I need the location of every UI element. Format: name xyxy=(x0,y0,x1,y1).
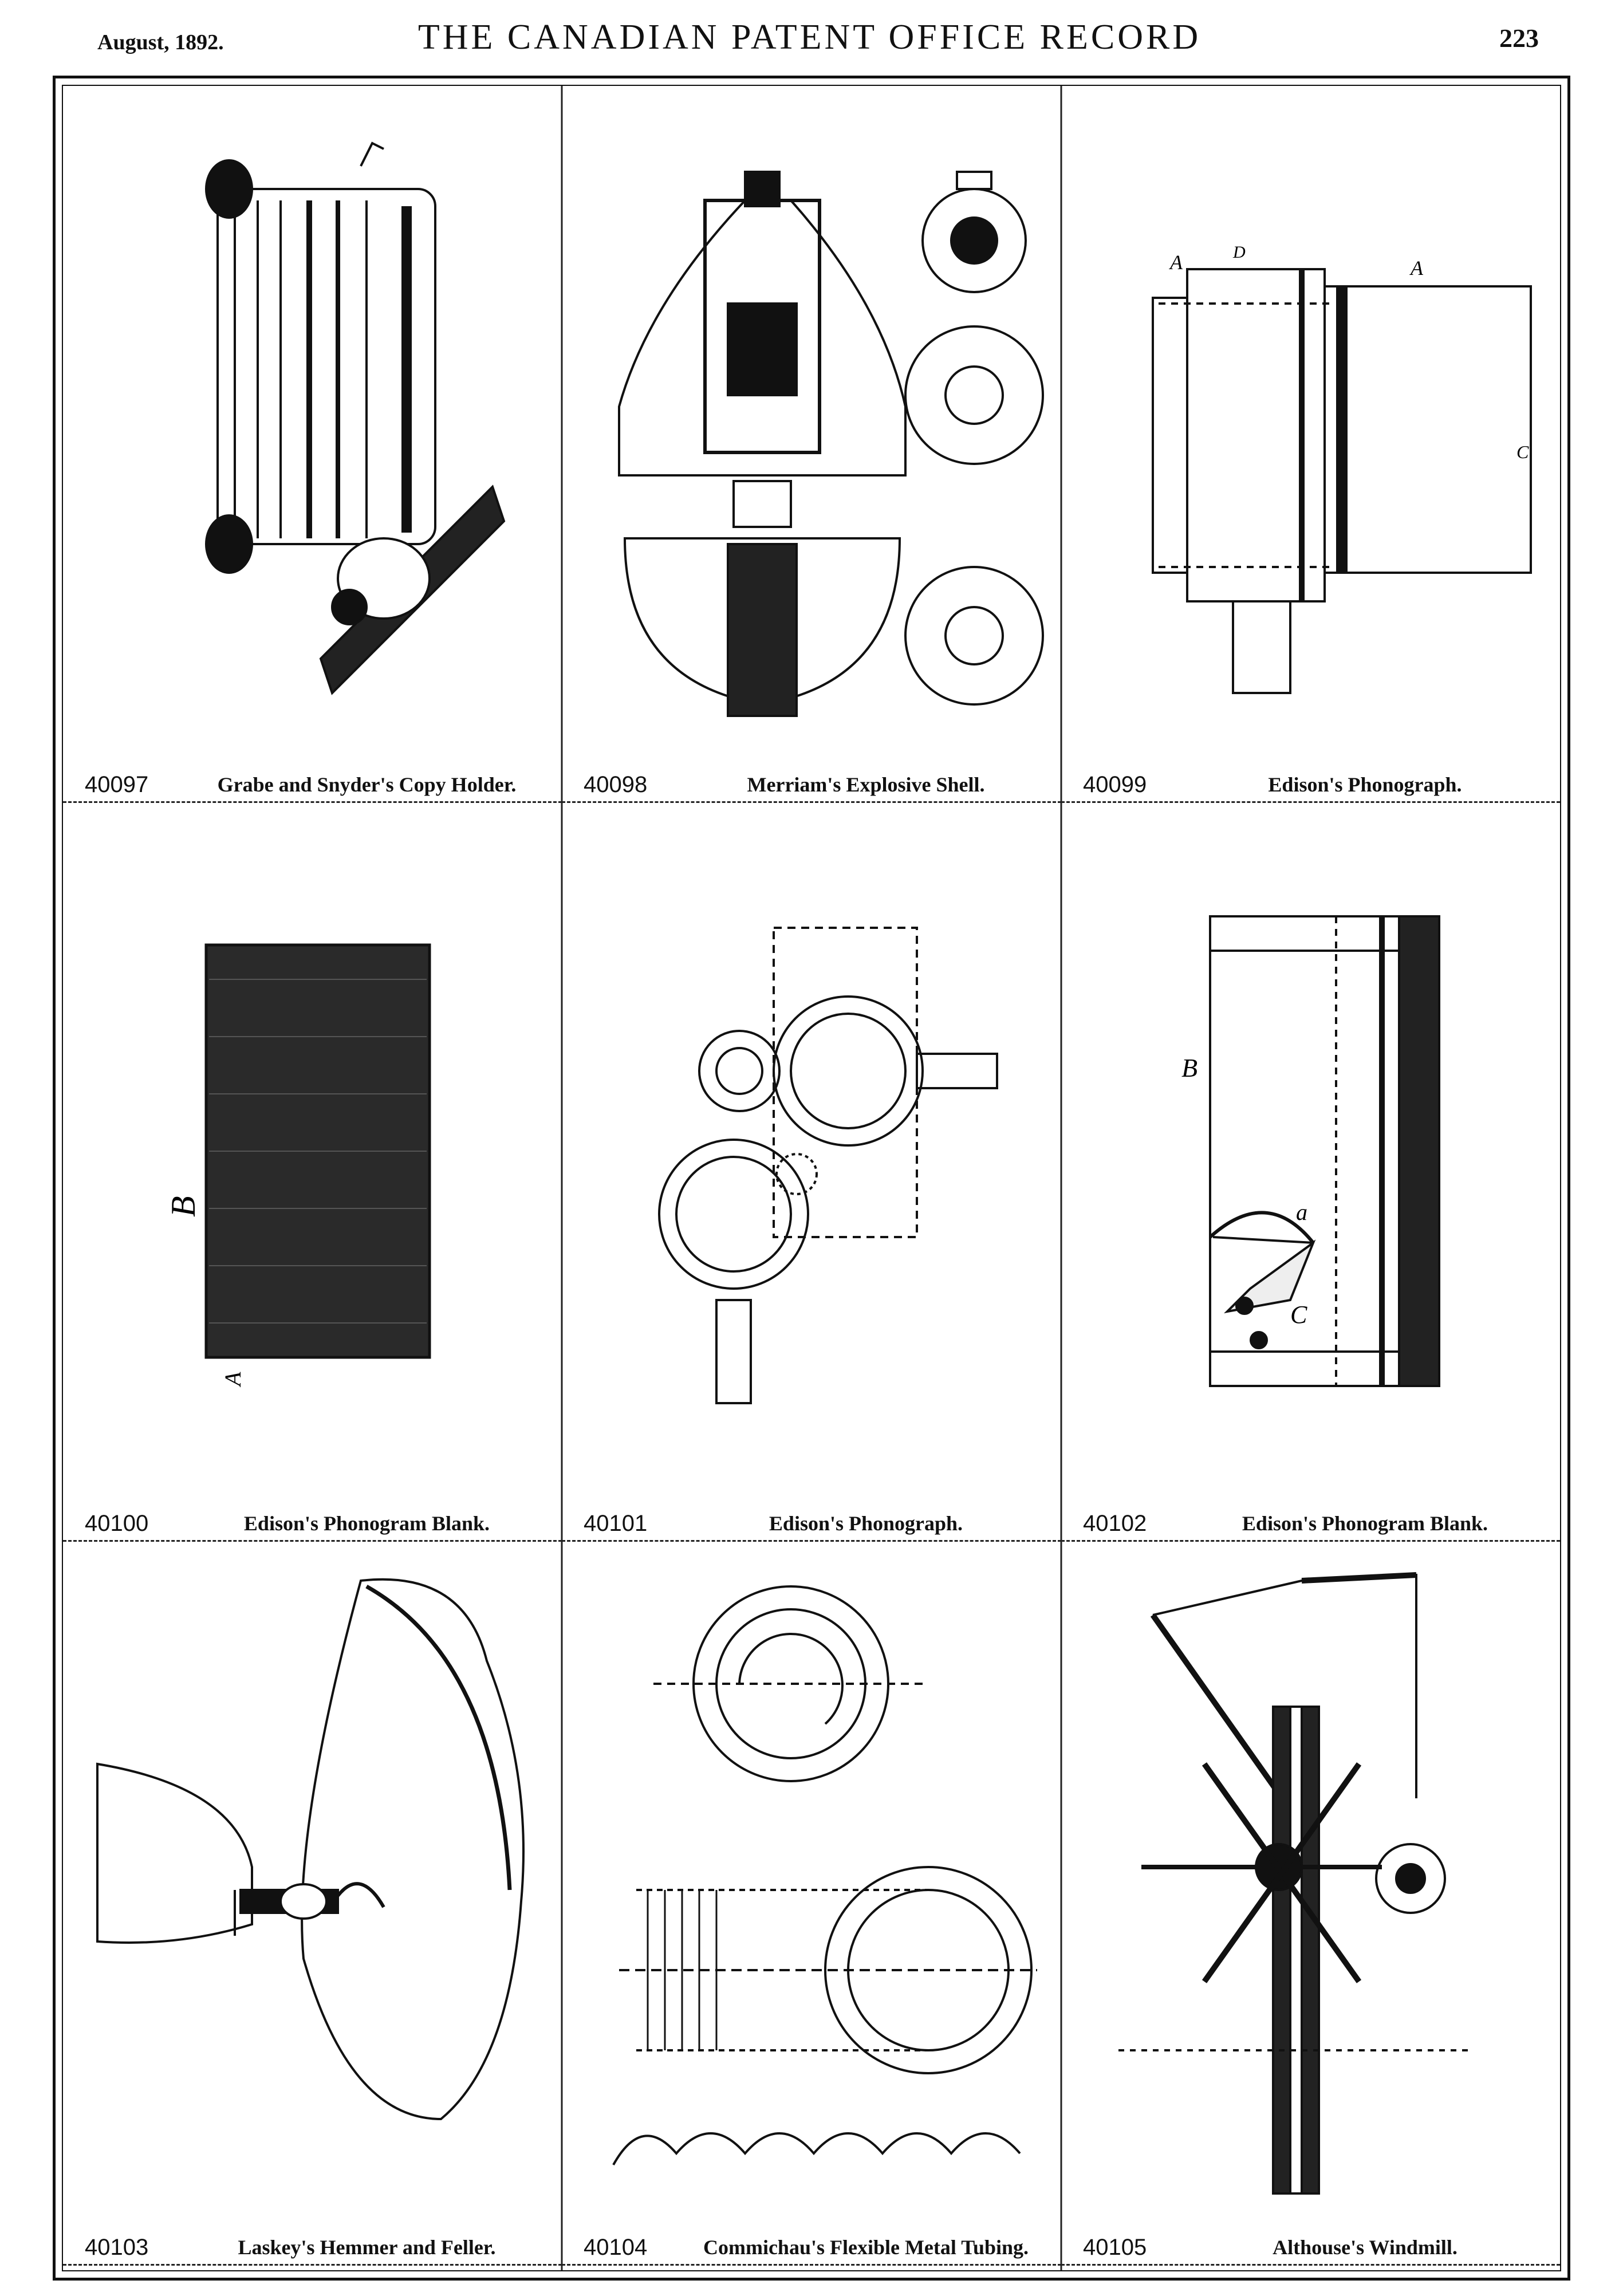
figure-caption: 40103 Laskey's Hemmer and Feller. xyxy=(63,2230,562,2266)
phonograph-plan-drawing xyxy=(658,927,998,1404)
patent-title: Edison's Phonogram Blank. xyxy=(243,1512,490,1535)
label-c: C xyxy=(1290,1301,1307,1329)
grid-lines xyxy=(561,86,1062,2270)
patent-title: Grabe and Snyder's Copy Holder. xyxy=(217,773,517,796)
patent-title: Edison's Phonogram Blank. xyxy=(1242,1512,1488,1535)
figure-caption: 40104 Commichau's Flexible Metal Tubing. xyxy=(562,2230,1061,2266)
phonogram-blank-drawing: B A xyxy=(164,943,431,1388)
patent-title: Laskey's Hemmer and Feller. xyxy=(238,2236,496,2259)
issue-date: August, 1892. xyxy=(97,30,224,54)
figure-cell-40104: 40104 Commichau's Flexible Metal Tubing. xyxy=(562,1546,1061,2270)
figure-grid: 40097 Grabe and Snyder's Copy Holder. xyxy=(63,86,1560,2270)
figure-caption: 40105 Althouse's Windmill. xyxy=(1061,2230,1560,2266)
patent-number: 40099 xyxy=(1083,772,1147,797)
patent-number: 40097 xyxy=(85,772,149,797)
figure-caption: 40099 Edison's Phonograph. xyxy=(1061,767,1560,803)
patent-number: 40104 xyxy=(584,2235,648,2260)
patent-number: 40100 xyxy=(85,1511,149,1536)
figure-cell-40100: B A 40100 Edison's Phonogram Blank. xyxy=(63,808,562,1546)
copy-holder-drawing xyxy=(205,141,506,695)
figure-caption: 40102 Edison's Phonogram Blank. xyxy=(1061,1506,1560,1542)
phonograph-drawing: A D A C xyxy=(1152,243,1532,694)
label-b: B xyxy=(164,1196,202,1217)
patent-number: 40098 xyxy=(584,772,648,797)
patent-number: 40105 xyxy=(1083,2235,1147,2260)
figure-caption: 40098 Merriam's Explosive Shell. xyxy=(562,767,1061,803)
patent-title: Althouse's Windmill. xyxy=(1273,2236,1458,2259)
label-d: D xyxy=(1232,243,1246,262)
patent-number: 40102 xyxy=(1083,1511,1147,1536)
flexible-metal-tubing-drawing xyxy=(612,1585,1037,2165)
explosive-shell-drawing xyxy=(618,171,1044,717)
publication-title: THE CANADIAN PATENT OFFICE RECORD xyxy=(417,18,1202,57)
patent-number: 40101 xyxy=(584,1511,648,1536)
figure-cell-40098: 40098 Merriam's Explosive Shell. xyxy=(562,86,1061,808)
figure-caption: 40101 Edison's Phonograph. xyxy=(562,1506,1061,1542)
label-c: C xyxy=(1516,442,1529,462)
label-a: a xyxy=(1296,1199,1307,1225)
windmill-drawing xyxy=(1118,1572,1474,2195)
figure-caption: 40100 Edison's Phonogram Blank. xyxy=(63,1506,562,1542)
label-a-right: A xyxy=(1409,257,1424,279)
figure-cell-40101: 40101 Edison's Phonograph. xyxy=(562,808,1061,1546)
figure-cell-40097: 40097 Grabe and Snyder's Copy Holder. xyxy=(63,86,562,808)
label-b: B xyxy=(1181,1053,1197,1082)
label-a: A xyxy=(220,1372,246,1388)
figure-cell-40103: 40103 Laskey's Hemmer and Feller. xyxy=(63,1546,562,2270)
label-a-left: A xyxy=(1169,251,1183,274)
figure-cell-40105: 40105 Althouse's Windmill. xyxy=(1061,1546,1560,2270)
patent-title: Edison's Phonograph. xyxy=(1268,773,1462,796)
patent-title: Edison's Phonograph. xyxy=(769,1512,963,1535)
patent-title: Merriam's Explosive Shell. xyxy=(747,773,985,796)
figure-caption: 40097 Grabe and Snyder's Copy Holder. xyxy=(63,767,562,803)
page-border-outer xyxy=(53,76,1570,2281)
patent-title: Commichau's Flexible Metal Tubing. xyxy=(703,2236,1029,2259)
hemmer-feller-drawing xyxy=(96,1578,525,2121)
page-header: August, 1892. THE CANADIAN PATENT OFFICE… xyxy=(0,17,1619,69)
figure-cell-40102: B a C 40102 Edison's Phonogram Blank. xyxy=(1061,808,1560,1546)
patent-number: 40103 xyxy=(85,2235,149,2260)
page-border-inner xyxy=(62,85,1561,2271)
figure-cell-40099: A D A C 40099 Edison's Phonograph. xyxy=(1061,86,1560,808)
page-number: 223 xyxy=(1499,23,1539,53)
phonogram-blank-cylinder-drawing: B a C xyxy=(1181,915,1440,1387)
